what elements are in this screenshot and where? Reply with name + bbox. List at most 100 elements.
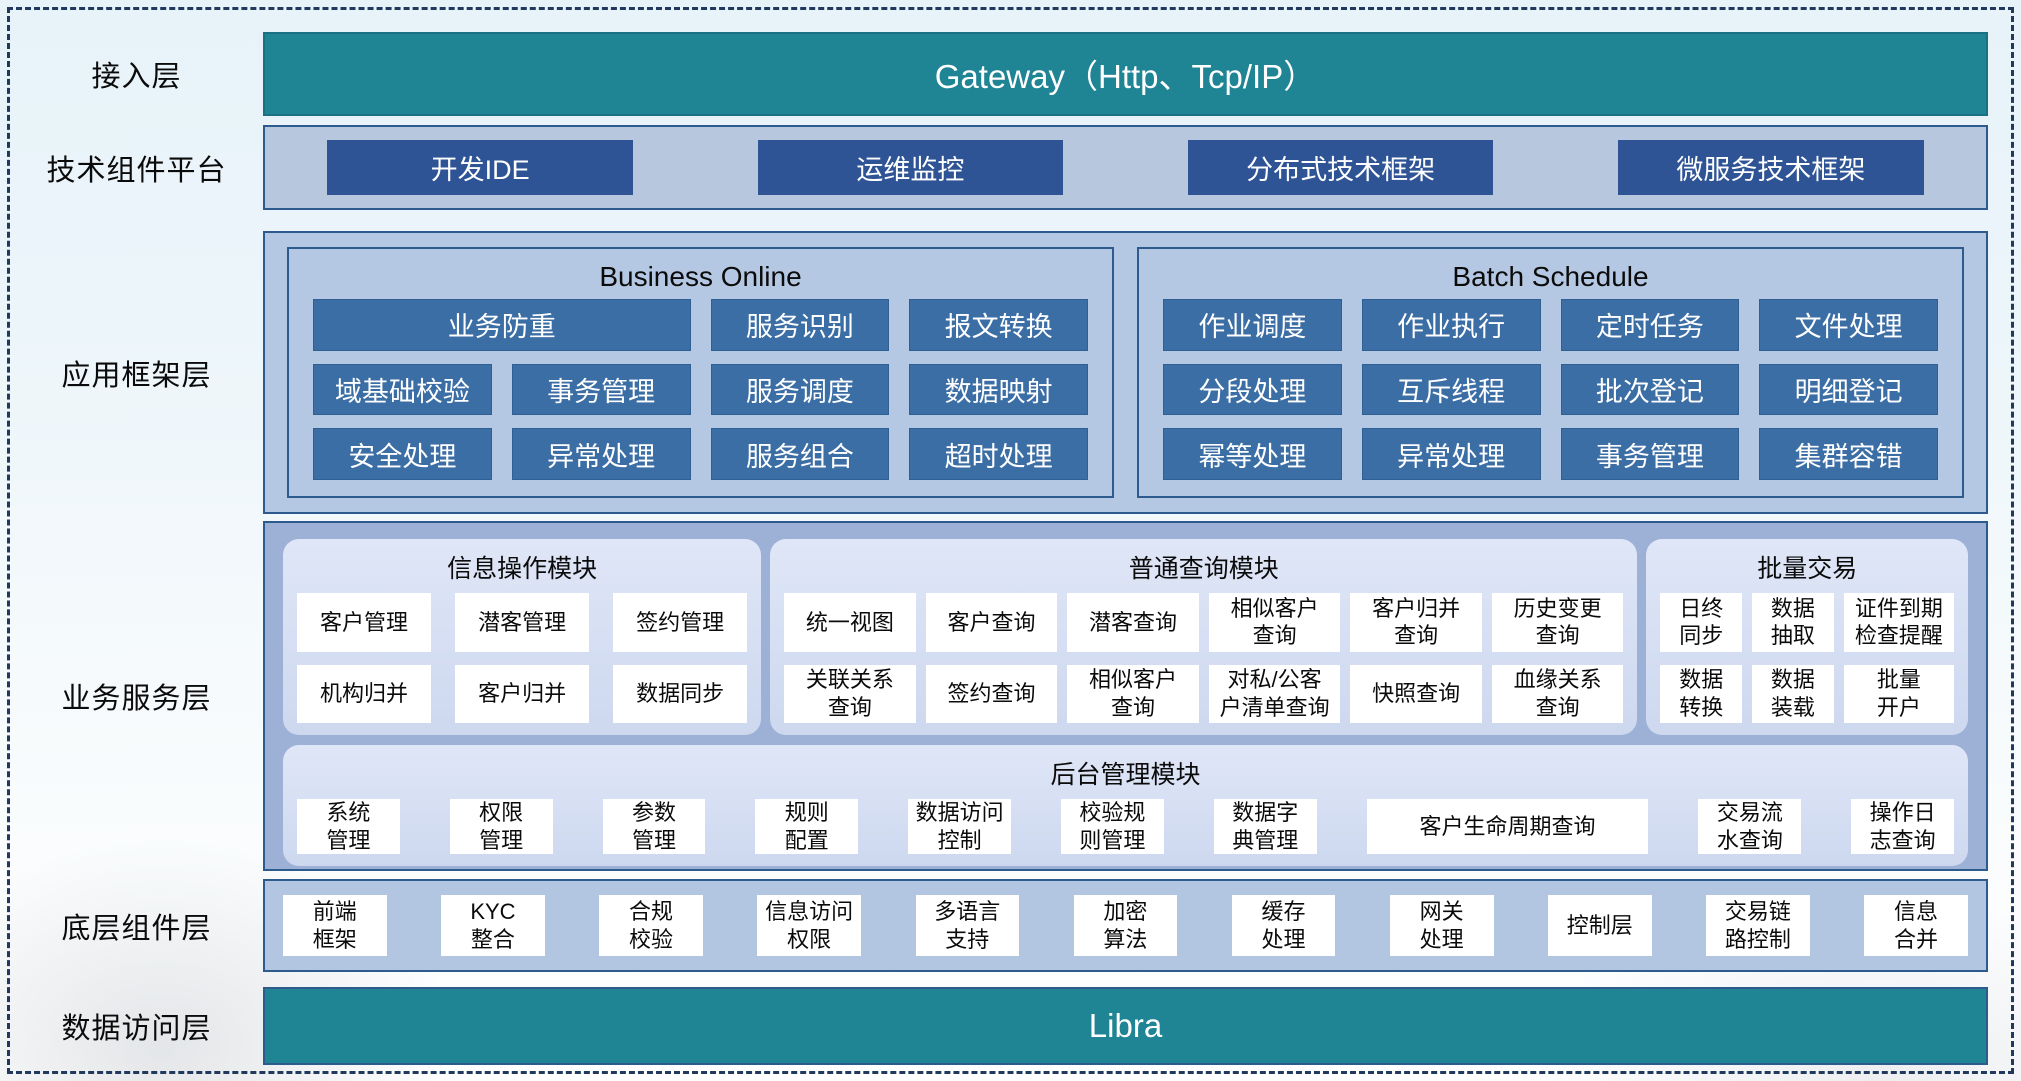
business-online-item: 安全处理	[313, 428, 492, 480]
info-module-item: 客户管理	[297, 593, 432, 652]
business-online-item: 域基础校验	[313, 363, 492, 416]
admin-module-item: 数据字 典管理	[1213, 799, 1317, 854]
admin-module-item: 数据访问 控制	[908, 799, 1011, 854]
panel-business-online: Business Online 业务防重服务识别报文转换域基础校验事务管理服务调…	[287, 247, 1114, 498]
batch-schedule-item: 文件处理	[1759, 299, 1938, 351]
query-module-item: 签约查询	[925, 664, 1058, 723]
panel-query-module: 普通查询模块 统一视图客户查询潜客查询相似客户 查询客户归并 查询历史变更 查询…	[770, 539, 1638, 735]
business-online-item: 事务管理	[511, 363, 691, 416]
base-component-item: KYC 整合	[441, 895, 545, 956]
gateway-title: Gateway（Http、Tcp/IP）	[934, 58, 1317, 95]
panel-batch-schedule: Batch Schedule 作业调度作业执行定时任务文件处理分段处理互斥线程批…	[1137, 247, 1964, 498]
gateway-bar: Gateway（Http、Tcp/IP）	[263, 32, 1988, 116]
batch-schedule-item: 定时任务	[1560, 299, 1740, 351]
admin-module-item: 系统 管理	[297, 799, 400, 854]
query-module-item: 统一视图	[784, 593, 916, 652]
info-module-item: 数据同步	[613, 664, 748, 723]
query-module-item: 相似客户 查询	[1067, 664, 1199, 723]
app-framework-container: Business Online 业务防重服务识别报文转换域基础校验事务管理服务调…	[263, 231, 1988, 514]
admin-module-row: 系统 管理权限 管理参数 管理规则 配置数据访问 控制校验规 则管理数据字 典管…	[297, 799, 1954, 854]
batch-schedule-item: 作业执行	[1361, 299, 1541, 351]
query-module-item: 相似客户 查询	[1208, 593, 1341, 652]
panel-admin-module: 后台管理模块 系统 管理权限 管理参数 管理规则 配置数据访问 控制校验规 则管…	[283, 745, 1968, 866]
info-module-grid: 客户管理潜客管理签约管理机构归并客户归并数据同步	[297, 593, 748, 723]
query-module-item: 对私/公客 户清单查询	[1208, 664, 1341, 723]
base-component-item: 前端 框架	[283, 895, 387, 956]
business-online-item: 服务调度	[710, 363, 890, 416]
layer-label-app-framework: 应用框架层	[61, 359, 212, 392]
batch-trade-item: 数据 转换	[1660, 664, 1743, 723]
business-online-item: 业务防重	[313, 299, 691, 351]
layer-label-base-components: 底层组件层	[61, 912, 212, 945]
query-module-item: 客户查询	[925, 593, 1058, 652]
admin-module-item: 规则 配置	[755, 799, 859, 854]
batch-schedule-item: 作业调度	[1163, 299, 1342, 351]
batch-trade-item: 证件到期 检查提醒	[1843, 593, 1954, 652]
layer-row-access: 接入层 Gateway（Http、Tcp/IP）	[10, 32, 2011, 116]
business-online-grid: 业务防重服务识别报文转换域基础校验事务管理服务调度数据映射安全处理异常处理服务组…	[313, 299, 1088, 480]
panel-info-operation-module: 信息操作模块 客户管理潜客管理签约管理机构归并客户归并数据同步	[283, 539, 762, 735]
business-online-title: Business Online	[599, 261, 802, 292]
query-module-item: 快照查询	[1350, 664, 1482, 723]
base-component-item: 控制层	[1548, 895, 1652, 956]
tech-component-item: 微服务技术框架	[1618, 140, 1924, 195]
batch-schedule-item: 互斥线程	[1361, 363, 1541, 416]
admin-module-item: 客户生命周期查询	[1366, 799, 1649, 854]
query-module-item: 血缘关系 查询	[1491, 664, 1624, 723]
business-online-item: 服务识别	[710, 299, 890, 351]
business-online-item: 数据映射	[909, 363, 1088, 416]
batch-schedule-item: 批次登记	[1560, 363, 1740, 416]
panel-batch-trade-module: 批量交易 日终 同步数据 抽取证件到期 检查提醒数据 转换数据 装载批量 开户	[1646, 539, 1968, 735]
base-component-item: 信息 合并	[1864, 895, 1968, 956]
admin-module-item: 校验规 则管理	[1061, 799, 1164, 854]
batch-schedule-title: Batch Schedule	[1452, 261, 1649, 292]
batch-schedule-item: 异常处理	[1361, 428, 1541, 480]
query-module-item: 潜客查询	[1067, 593, 1199, 652]
info-module-item: 机构归并	[297, 664, 432, 723]
info-module-item: 签约管理	[613, 593, 748, 652]
layer-label-access: 接入层	[91, 61, 182, 93]
admin-module-item: 操作日 志查询	[1851, 799, 1954, 854]
business-service-container: 信息操作模块 客户管理潜客管理签约管理机构归并客户归并数据同步 普通查询模块 统…	[263, 521, 1988, 871]
libra-title: Libra	[1088, 1007, 1163, 1044]
base-component-item: 信息访问 权限	[757, 895, 861, 956]
layer-row-data-access: 数据访问层 Libra	[10, 987, 2011, 1065]
admin-module-item: 参数 管理	[602, 799, 706, 854]
query-module-title: 普通查询模块	[1128, 555, 1279, 583]
batch-trade-item: 数据 装载	[1752, 664, 1834, 723]
info-module-item: 客户归并	[455, 664, 590, 723]
tech-component-item: 分布式技术框架	[1187, 140, 1494, 195]
layer-label-tech-platform: 技术组件平台	[46, 154, 227, 187]
business-online-item: 超时处理	[909, 428, 1088, 480]
batch-trade-item: 批量 开户	[1843, 664, 1954, 723]
layer-row-business-service: 业务服务层 信息操作模块 客户管理潜客管理签约管理机构归并客户归并数据同步 普通…	[10, 521, 2011, 871]
batch-schedule-item: 幂等处理	[1163, 428, 1342, 480]
business-online-item: 报文转换	[909, 299, 1088, 351]
base-component-item: 加密 算法	[1073, 895, 1178, 956]
business-online-item: 服务组合	[710, 428, 890, 480]
libra-bar: Libra	[263, 987, 1988, 1065]
batch-trade-item: 数据 抽取	[1752, 593, 1834, 652]
layer-label-business-service: 业务服务层	[61, 683, 212, 715]
batch-trade-item: 日终 同步	[1660, 593, 1743, 652]
admin-module-item: 交易流 水查询	[1698, 799, 1802, 854]
batch-schedule-grid: 作业调度作业执行定时任务文件处理分段处理互斥线程批次登记明细登记幂等处理异常处理…	[1163, 299, 1938, 480]
base-component-item: 缓存 处理	[1231, 895, 1336, 956]
batch-schedule-item: 事务管理	[1560, 428, 1740, 480]
batch-trade-grid: 日终 同步数据 抽取证件到期 检查提醒数据 转换数据 装载批量 开户	[1660, 593, 1954, 723]
batch-trade-title: 批量交易	[1757, 555, 1858, 583]
query-module-item: 客户归并 查询	[1350, 593, 1482, 652]
admin-module-title: 后台管理模块	[1050, 761, 1201, 789]
layer-row-app-framework: 应用框架层 Business Online 业务防重服务识别报文转换域基础校验事…	[10, 231, 2011, 514]
query-module-item: 历史变更 查询	[1491, 593, 1624, 652]
batch-schedule-item: 明细登记	[1759, 363, 1938, 416]
query-module-item: 关联关系 查询	[784, 664, 916, 723]
base-component-item: 交易链 路控制	[1706, 895, 1810, 956]
